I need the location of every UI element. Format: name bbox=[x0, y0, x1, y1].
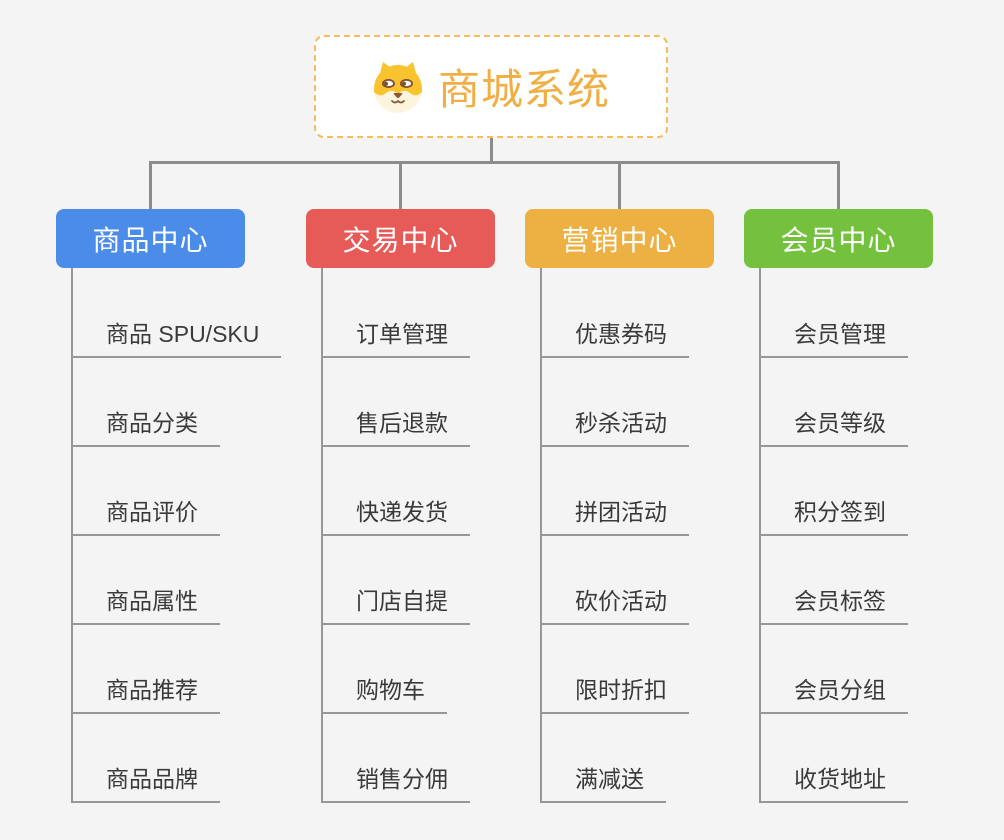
connector-drop-goods bbox=[149, 161, 152, 209]
branch-label: 会员中心 bbox=[780, 224, 897, 256]
leaf-node[interactable]: 限时折扣 bbox=[540, 676, 689, 714]
leaf-node[interactable]: 商品评价 bbox=[71, 498, 220, 536]
connector-drop-marketing bbox=[618, 161, 621, 209]
leaf-node[interactable]: 快递发货 bbox=[321, 498, 470, 536]
connector-root-stem bbox=[490, 138, 493, 162]
leaf-node[interactable]: 售后退款 bbox=[321, 409, 470, 447]
leaf-node[interactable]: 收货地址 bbox=[759, 765, 908, 803]
leaf-node[interactable]: 优惠券码 bbox=[540, 320, 689, 358]
leaf-node[interactable]: 积分签到 bbox=[759, 498, 908, 536]
leaf-node[interactable]: 秒杀活动 bbox=[540, 409, 689, 447]
leaf-node[interactable]: 销售分佣 bbox=[321, 765, 470, 803]
root-title: 商城系统 bbox=[437, 66, 610, 113]
branch-label: 交易中心 bbox=[342, 224, 459, 256]
leaf-node[interactable]: 满减送 bbox=[540, 765, 666, 803]
leaf-node[interactable]: 商品 SPU/SKU bbox=[71, 320, 282, 358]
leaf-node[interactable]: 拼团活动 bbox=[540, 498, 689, 536]
leaf-node[interactable]: 会员管理 bbox=[759, 320, 908, 358]
leaf-node[interactable]: 门店自提 bbox=[321, 587, 470, 625]
branch-label: 营销中心 bbox=[561, 224, 678, 256]
root-node[interactable]: 商城系统 bbox=[314, 35, 668, 138]
branch-node-trade[interactable]: 交易中心 bbox=[306, 209, 495, 268]
leaf-node[interactable]: 订单管理 bbox=[321, 320, 470, 358]
branch-node-member[interactable]: 会员中心 bbox=[744, 209, 933, 268]
leaf-node[interactable]: 商品属性 bbox=[71, 587, 220, 625]
leaf-node[interactable]: 会员等级 bbox=[759, 409, 908, 447]
connector-bus bbox=[149, 161, 840, 164]
branch-node-marketing[interactable]: 营销中心 bbox=[525, 209, 714, 268]
leaf-node[interactable]: 砍价活动 bbox=[540, 587, 689, 625]
shiba-dog-icon bbox=[373, 61, 422, 113]
leaf-node[interactable]: 商品分类 bbox=[71, 409, 220, 447]
branch-node-goods[interactable]: 商品中心 bbox=[56, 209, 245, 268]
leaf-node[interactable]: 商品品牌 bbox=[71, 765, 220, 803]
leaf-node[interactable]: 购物车 bbox=[321, 676, 447, 714]
connector-drop-member bbox=[837, 161, 840, 209]
leaf-node[interactable]: 会员分组 bbox=[759, 676, 908, 714]
branch-label: 商品中心 bbox=[92, 224, 209, 256]
leaf-node[interactable]: 商品推荐 bbox=[71, 676, 220, 714]
leaf-node[interactable]: 会员标签 bbox=[759, 587, 908, 625]
connector-drop-trade bbox=[399, 161, 402, 209]
